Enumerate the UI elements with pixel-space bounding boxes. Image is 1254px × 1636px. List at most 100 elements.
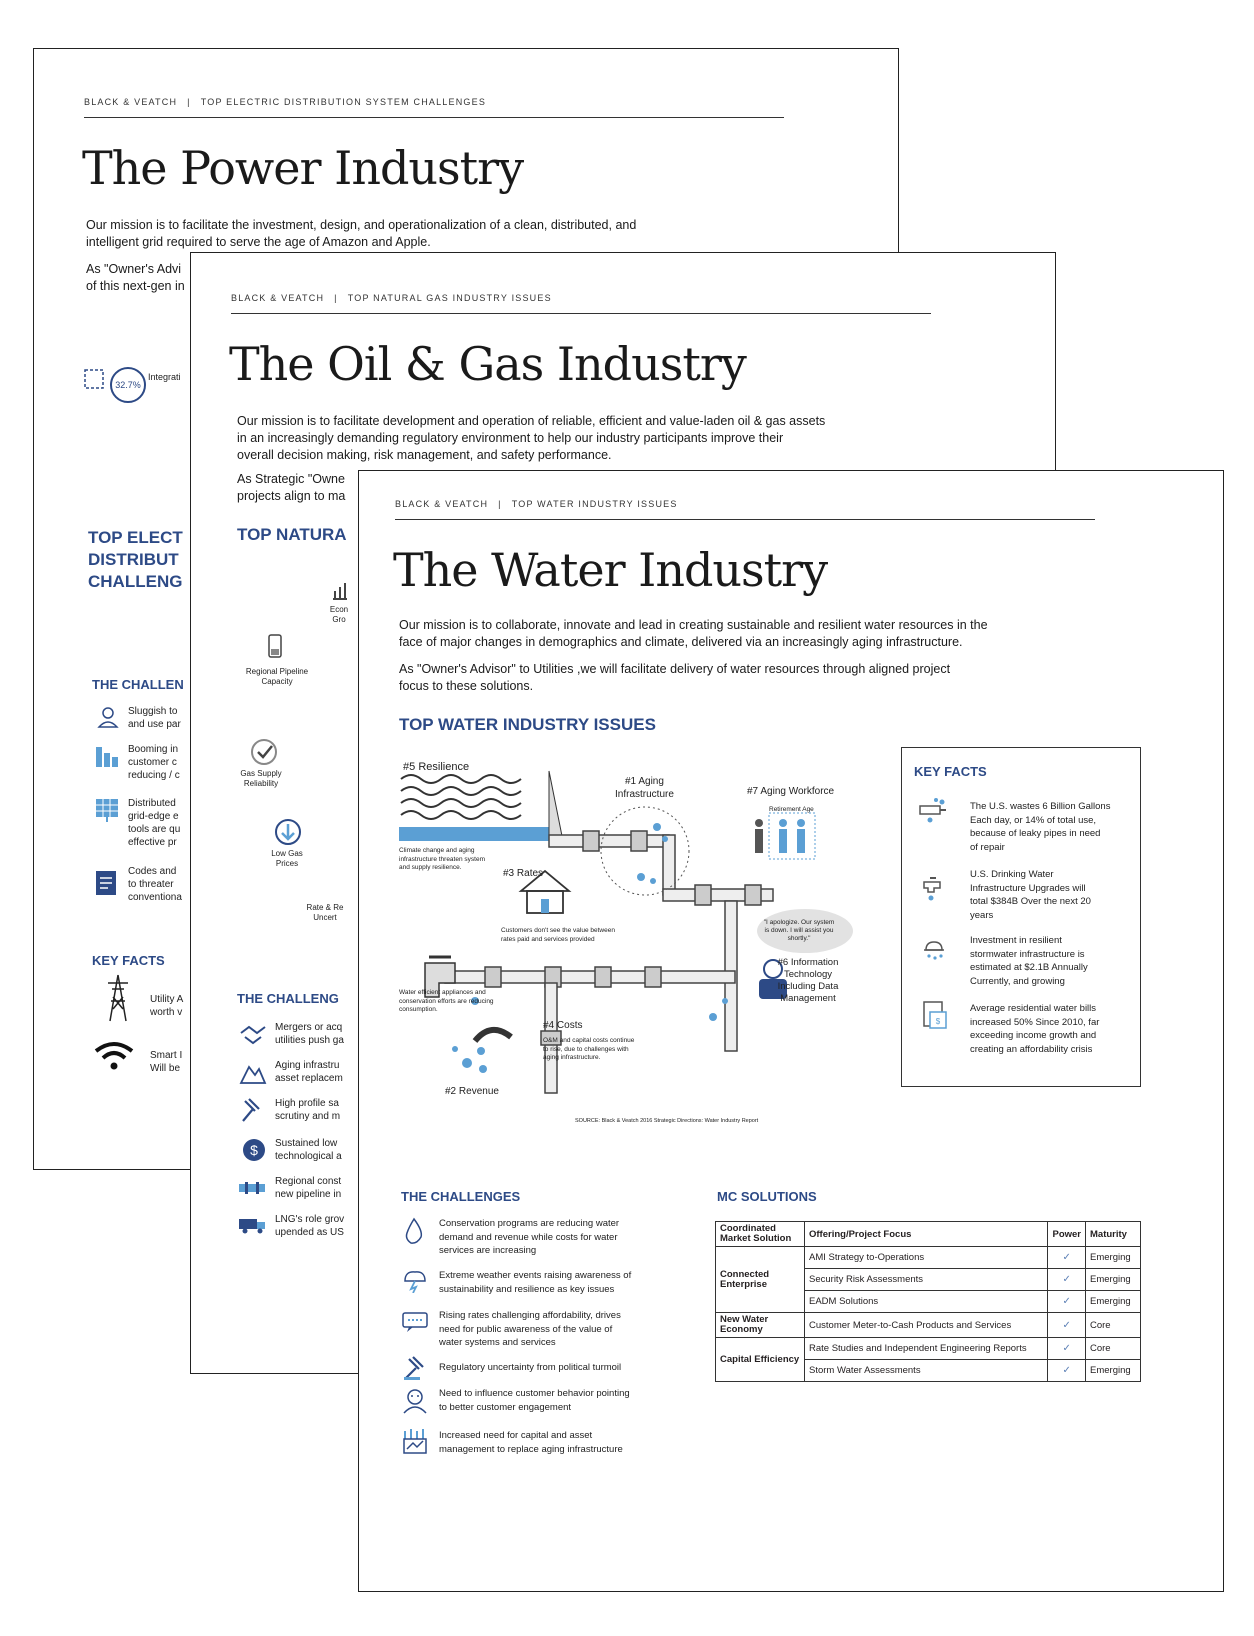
maturity-cell: Core xyxy=(1085,1337,1141,1360)
challenge-line: Regional const xyxy=(275,1176,342,1187)
offering-cell: Rate Studies and Independent Engineering… xyxy=(803,1337,1049,1360)
water-drops xyxy=(452,823,728,1073)
column-header: Power xyxy=(1047,1221,1086,1247)
advisor-text: As "Owner's Advisor" to Utilities ,we wi… xyxy=(399,661,1019,695)
buildings-icon xyxy=(96,747,118,767)
header-rule xyxy=(231,313,931,314)
page-title: The Power Industry xyxy=(82,141,524,195)
mission-text: Our mission is to facilitate the investm… xyxy=(86,217,706,251)
page-header: BLACK & VEATCH|TOP ELECTRIC DISTRIBUTION… xyxy=(84,97,487,107)
fact-line: estimated at $2.1B Annually xyxy=(970,962,1088,973)
waves-graphic xyxy=(399,770,564,842)
column-header: Coordinated Market Solution xyxy=(715,1221,805,1247)
challenge-line: new pipeline in xyxy=(275,1189,342,1200)
challenge-line: Increased need for capital and asset xyxy=(439,1430,593,1441)
bill-icon: $ xyxy=(923,1001,947,1029)
maturity-cell: Emerging xyxy=(1085,1290,1141,1313)
offering-cell: AMI Strategy to-Operations xyxy=(803,1246,1049,1269)
gauge-icon xyxy=(268,634,282,658)
issue-name: Rates xyxy=(516,868,544,879)
issue-name-line: Technology xyxy=(783,969,833,980)
issue-name-line: Including Data xyxy=(777,981,839,992)
fact-line: Will be xyxy=(150,1063,181,1074)
check-icon: ✓ xyxy=(1047,1312,1086,1338)
issue-number: #7 xyxy=(747,786,759,797)
challenge-line: to better customer engagement xyxy=(439,1401,572,1413)
challenge-line: Extreme weather events raising awareness… xyxy=(439,1270,632,1281)
challenge-line: Rising rates challenging affordability, … xyxy=(439,1310,621,1321)
table-row: Capital Efficiency Rate Studies and Inde… xyxy=(715,1337,1141,1382)
check-icon: ✓ xyxy=(1047,1359,1086,1382)
rates-label: #3 Rates xyxy=(503,867,543,880)
support-agent-graphic xyxy=(759,959,787,999)
fact-line: worth v xyxy=(150,1007,183,1018)
section-title-line: TOP ELECT xyxy=(88,528,183,547)
fact-line: creating an affordability crisis xyxy=(970,1043,1093,1055)
header-topic: TOP ELECTRIC DISTRIBUTION SYSTEM CHALLEN… xyxy=(200,97,487,107)
label-line: Rate & Re xyxy=(306,903,344,912)
challenge-line: Regulatory uncertainty from political tu… xyxy=(439,1362,622,1373)
challenge-line: upended as US xyxy=(275,1227,344,1238)
retirement-label: Retirement Age xyxy=(769,806,814,813)
challenge-line: technological a xyxy=(275,1151,342,1162)
table-row: EADM Solutions ✓ Emerging xyxy=(716,1290,1141,1313)
issue-name-line: Management xyxy=(780,993,836,1004)
header-brand: BLACK & VEATCH xyxy=(395,499,489,509)
costs-label: #4 Costs xyxy=(543,1019,582,1032)
down-arrow-circle-icon xyxy=(275,819,301,845)
pipeline-icon xyxy=(239,1182,265,1194)
challenge-line: need for public awareness of the value o… xyxy=(439,1323,613,1335)
document-icon xyxy=(96,871,116,895)
challenge-line: water systems and services xyxy=(439,1337,556,1348)
challenge-line: Aging infrastru xyxy=(275,1060,340,1071)
mission-line: Our mission is to facilitate development… xyxy=(237,414,826,428)
offering-cell: Storm Water Assessments xyxy=(803,1359,1049,1382)
house-graphic xyxy=(518,869,572,914)
issue-number: #4 xyxy=(543,1020,555,1031)
mission-text: Our mission is to facilitate development… xyxy=(237,413,877,464)
stat-badge: 32.7% xyxy=(110,367,146,403)
challenge-line: customer c xyxy=(128,757,177,768)
challenge-line: Codes and xyxy=(128,866,177,877)
resilience-label: #5 Resilience xyxy=(403,761,469,774)
stat-label: Integrati xyxy=(148,372,181,382)
table-row: Storm Water Assessments ✓ Emerging xyxy=(716,1359,1141,1382)
truck-icon xyxy=(239,1219,265,1234)
fact-line: Average residential water bills xyxy=(970,1003,1097,1014)
issue-number: #6 xyxy=(777,957,789,968)
gavel-icon xyxy=(242,1098,260,1122)
challenge-item: Extreme weather events raising awareness… xyxy=(439,1269,631,1296)
costs-note: O&M and capital costs continue to rise, … xyxy=(543,1037,635,1061)
challenge-line: Sustained low xyxy=(275,1138,338,1149)
solutions-title: MC SOLUTIONS xyxy=(717,1189,817,1204)
issue-number: #2 xyxy=(445,1086,457,1097)
wifi-icon xyxy=(94,1042,134,1070)
header-rule xyxy=(395,519,1095,520)
section-title-line: CHALLENG xyxy=(88,572,183,591)
issue-name: Resilience xyxy=(418,761,470,773)
fact-line: Currently, and growing xyxy=(970,975,1065,987)
water-industry-page: BLACK & VEATCH|TOP WATER INDUSTRY ISSUES… xyxy=(358,470,1224,1592)
challenge-line: Mergers or acq xyxy=(275,1022,343,1033)
fact-line: exceeding income growth and xyxy=(970,1030,1097,1041)
storm-cloud-icon xyxy=(404,1271,426,1293)
mission-line: Our mission is to facilitate the investm… xyxy=(86,218,637,232)
challenge-line: LNG's role grov xyxy=(275,1214,345,1225)
revenue-label: #2 Revenue xyxy=(445,1085,499,1098)
solutions-table: Coordinated Market Solution Offering/Pro… xyxy=(715,1221,1141,1382)
fact-line: stormwater infrastructure is xyxy=(970,948,1085,960)
workers-graphic xyxy=(755,812,816,860)
speech-text: "I apologize. Our system is down. I will… xyxy=(763,919,835,942)
chat-bubble-icon xyxy=(402,1312,428,1332)
page-title: The Water Industry xyxy=(393,543,828,597)
fact-line: total $384B Over the next 20 xyxy=(970,896,1091,907)
